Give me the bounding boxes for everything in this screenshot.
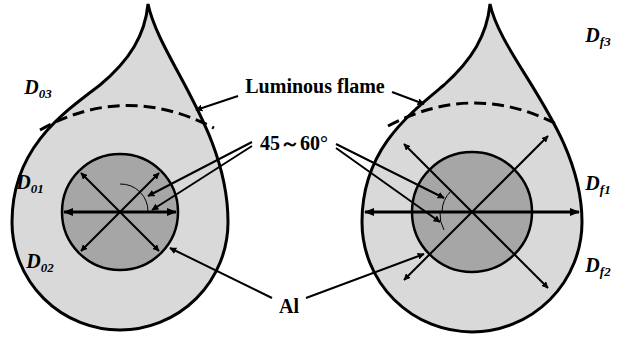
right-droplet: [362, 4, 582, 332]
dimension-label: D01: [16, 172, 43, 195]
subscript: 01: [31, 181, 44, 196]
dimension-label: Df3: [585, 25, 610, 48]
subscript: f3: [600, 34, 611, 49]
dimension-label: D03: [24, 77, 51, 100]
subscript: f1: [600, 182, 611, 197]
left-droplet: [12, 4, 228, 330]
subscript: 02: [41, 260, 54, 275]
dimension-label: Df1: [585, 173, 610, 196]
dimension-label: Df2: [585, 255, 610, 278]
label-text: Luminous flame: [245, 76, 384, 96]
part-name: Al: [279, 296, 299, 316]
angle-label: 45～60°: [260, 133, 328, 153]
leader-lines: [148, 92, 444, 298]
dimension-label: D02: [26, 251, 53, 274]
subscript: f2: [600, 264, 611, 279]
subscript: 03: [39, 86, 52, 101]
